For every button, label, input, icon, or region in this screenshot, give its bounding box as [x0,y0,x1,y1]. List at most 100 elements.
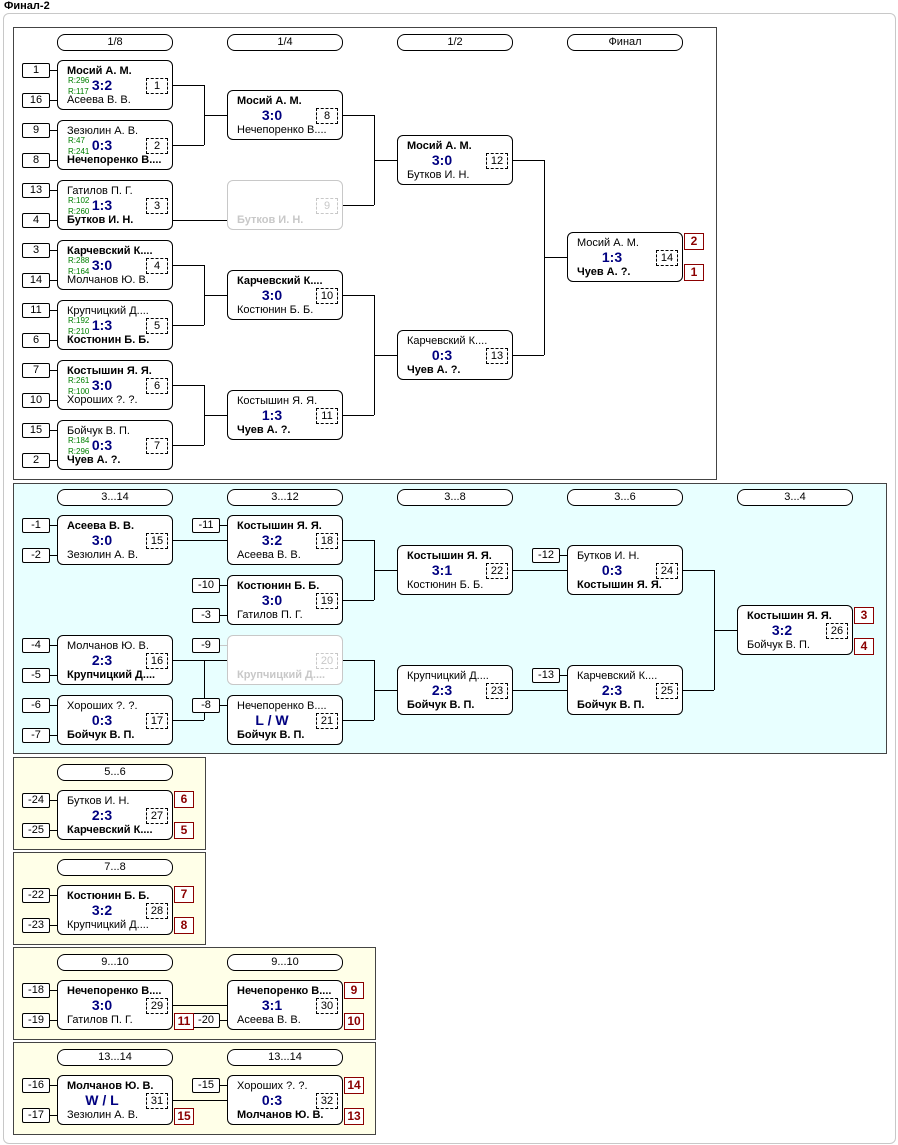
connector-line [512,160,544,161]
connector-line [50,370,57,371]
seed-number: 14 [22,273,50,288]
match-number: 1 [146,78,168,94]
player-1-name: Костышин Я. Я. [237,395,318,407]
round-header: 3...14 [57,489,173,506]
match-score: 3:0 [91,377,113,393]
player-2-name: Бутков И. Н. [407,169,470,181]
match-score: 1:3 [601,249,623,265]
player-2-name: Бойчук В. П. [577,699,645,711]
player-2-name: Чуев А. ?. [577,266,631,278]
match-box[interactable]: Крупчицкий Д....20 [227,635,343,685]
connector-line [50,190,57,191]
match-score: 3:2 [771,622,793,638]
connector-line [220,645,227,646]
connector-line [682,570,714,571]
connector-line [50,1115,57,1116]
player-1-name: Крупчицкий Д.... [407,670,489,682]
seed-number: 10 [22,393,50,408]
connector-line [50,1085,57,1086]
match-number: 5 [146,318,168,334]
match-score: 2:3 [91,652,113,668]
connector-line [172,720,204,721]
seed-number: 13 [22,183,50,198]
match-box[interactable]: Бутков И. Н.9 [227,180,343,230]
connector-line [342,205,374,206]
connector-line [204,265,205,325]
rating-1: R:296 [68,76,90,85]
connector-line [50,895,57,896]
seed-number: 7 [22,363,50,378]
match-score: 0:3 [601,562,623,578]
match-score: 3:0 [261,592,283,608]
match-number: 27 [146,808,168,824]
connector-line [172,145,204,146]
match-number: 4 [146,258,168,274]
connector-line [342,115,374,116]
connector-line [204,415,227,416]
final-place-badge: 1 [684,264,704,281]
player-1-name: Мосий А. М. [67,65,132,77]
connector-line [220,615,227,616]
player-2-name: Молчанов Ю. В. [67,274,149,286]
final-place-badge: 5 [174,822,194,839]
player-2-name: Нечепоренко В.... [237,124,327,136]
player-1-name: Карчевский К.... [407,335,488,347]
player-1-name: Зезюлин А. В. [67,125,139,137]
connector-line [714,630,737,631]
match-number: 2 [146,138,168,154]
player-2-name: Чуев А. ?. [237,424,291,436]
connector-line [512,570,567,571]
connector-line [172,85,204,86]
player-1-name: Костюнин Б. Б. [67,890,150,902]
player-1-name: Бутков И. Н. [67,795,130,807]
seed-number: 1 [22,63,50,78]
connector-line [204,385,205,445]
round-header: 3...8 [397,489,513,506]
connector-line [172,265,204,266]
player-1-name: Хороших ?. ?. [67,700,138,712]
player-2-name: Бойчук В. П. [67,729,135,741]
connector-line [342,540,374,541]
seed-number: 6 [22,333,50,348]
match-score: 0:3 [91,712,113,728]
connector-line [682,690,714,691]
rating-1: R:261 [68,376,90,385]
match-score: 3:0 [261,287,283,303]
connector-line [204,85,205,145]
seed-number: 16 [22,93,50,108]
match-score: 1:3 [261,407,283,423]
player-1-name: Мосий А. М. [237,95,302,107]
match-number: 14 [656,250,678,266]
player-2-name: Асеева В. В. [237,549,301,561]
